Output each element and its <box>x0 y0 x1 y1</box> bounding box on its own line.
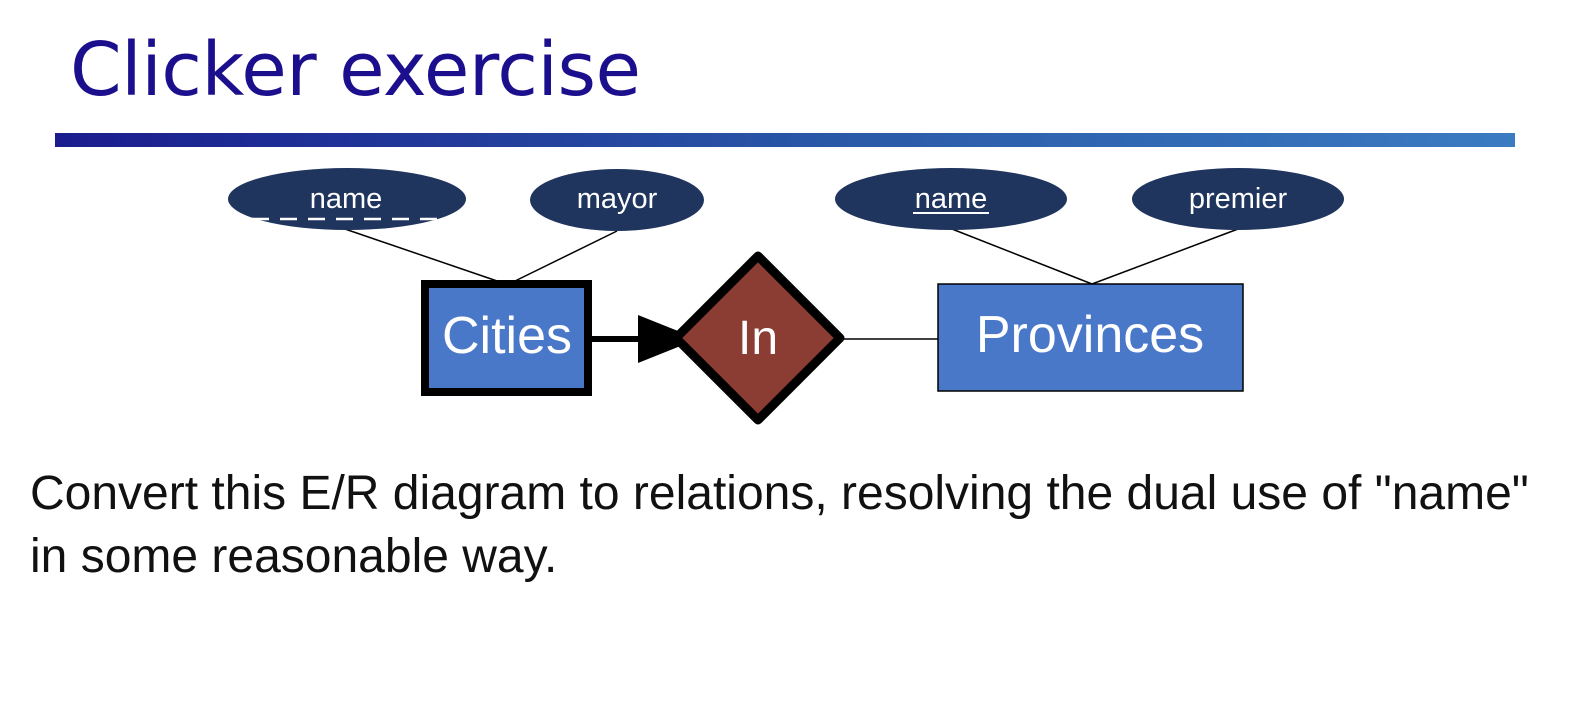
attribute-label: mayor <box>577 183 658 215</box>
relationship-diamond <box>671 251 845 425</box>
relationship-in: In <box>671 251 845 425</box>
attribute-city-mayor: mayor <box>530 169 704 231</box>
connector-city-name <box>344 228 501 283</box>
exercise-instructions: Convert this E/R diagram to relations, r… <box>30 467 1529 583</box>
entity-label: Provinces <box>976 306 1204 364</box>
entity-cities: Cities <box>421 280 592 396</box>
title-divider <box>55 133 1515 147</box>
attribute-ellipse <box>1132 168 1344 230</box>
attribute-label: name <box>915 183 988 215</box>
connector-province-name <box>951 228 1093 285</box>
relationship-label: In <box>738 312 778 365</box>
attribute-label: name <box>310 183 383 215</box>
attribute-province-premier: premier <box>1132 168 1344 230</box>
slide-title: Clicker exercise <box>70 27 641 113</box>
connector-city-mayor <box>512 230 618 283</box>
entity-label: Cities <box>442 307 572 365</box>
entity-box <box>421 280 592 396</box>
connector-province-premier <box>1091 228 1239 285</box>
attribute-ellipse <box>835 168 1067 230</box>
attribute-city-name: name <box>228 168 466 230</box>
attribute-ellipse <box>228 168 466 230</box>
entity-provinces: Provinces <box>937 283 1244 392</box>
entity-box <box>937 283 1244 392</box>
attribute-label: premier <box>1189 183 1288 215</box>
attribute-province-name: name <box>835 168 1067 230</box>
attribute-ellipse <box>530 169 704 231</box>
